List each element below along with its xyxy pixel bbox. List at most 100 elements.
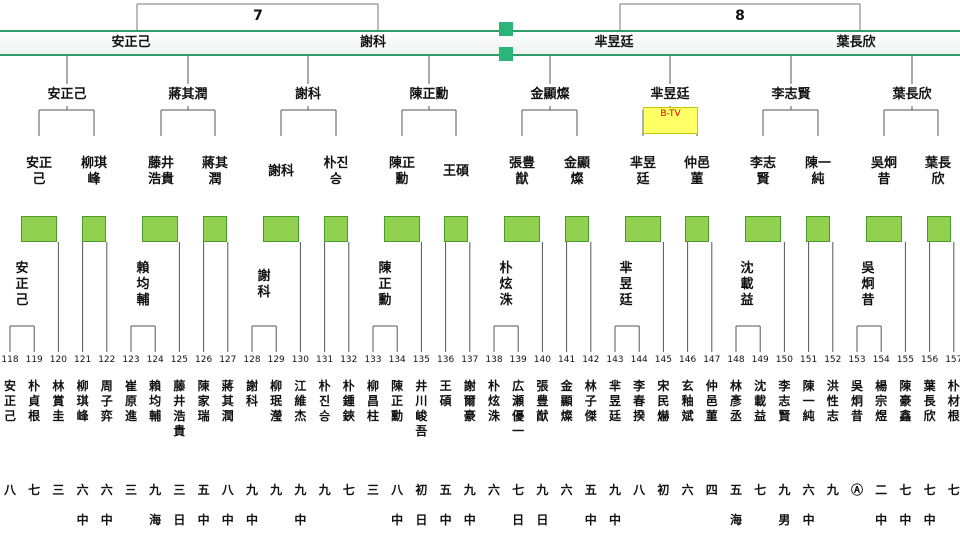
band-name: 謝科	[359, 35, 386, 50]
seed-number: 147	[703, 355, 721, 365]
player-rank: 四	[705, 483, 718, 497]
seed-number: 143	[606, 355, 624, 365]
player-name: 玄 釉 斌	[681, 379, 694, 423]
broadcast-badge: B-TV	[643, 107, 698, 134]
player-name: 周 子 弈	[100, 379, 113, 423]
seed-number: 138	[485, 355, 503, 365]
player-name: 柳 昌 柱	[366, 379, 379, 423]
seed-number: 157	[945, 355, 960, 365]
match-box	[625, 216, 661, 242]
player-region: 日	[415, 513, 428, 527]
player-region: 海	[729, 513, 742, 527]
player-name: 陳 正 勳	[391, 379, 404, 423]
player-region: 中	[197, 513, 210, 527]
seed-number: 122	[98, 355, 116, 365]
player-name: 仲 邑 菫	[705, 379, 718, 423]
player-name: 林 子 傑	[584, 379, 597, 423]
seed-number: 144	[630, 355, 648, 365]
round3-name: 藤井 浩貴	[147, 156, 174, 187]
player-rank: 三	[173, 483, 186, 497]
player-rank: 初	[415, 483, 428, 497]
seed-number: 118	[1, 355, 19, 365]
seed-number: 137	[461, 355, 479, 365]
seed-number: 121	[74, 355, 92, 365]
player-name: 藤 井 浩 貴	[173, 379, 186, 438]
player-rank: Ⓐ	[850, 483, 863, 497]
match-box	[21, 216, 57, 242]
player-rank: 八	[221, 483, 234, 497]
seed-number: 127	[219, 355, 237, 365]
player-region: 中	[245, 513, 258, 527]
player-name: 謝 爾 豪	[463, 379, 476, 423]
seed-number: 149	[751, 355, 769, 365]
seed-number: 141	[558, 355, 576, 365]
round3-name: 金顯 燦	[563, 156, 590, 187]
player-region: 中	[391, 513, 404, 527]
player-name: 張 豊 猷	[536, 379, 549, 423]
round3-name: 王碩	[442, 164, 469, 179]
match-box	[444, 216, 468, 242]
player-name: 楊 宗 煜	[875, 379, 888, 423]
round3-name: 柳琪 峰	[80, 156, 107, 187]
round3-name: 謝科	[267, 164, 294, 179]
player-region: 中	[608, 513, 621, 527]
player-rank: 七	[947, 483, 960, 497]
player-rank: 九	[463, 483, 476, 497]
player-region: 中	[584, 513, 597, 527]
round3-name: 芈昱 廷	[629, 156, 656, 187]
round3-name: 蔣其 潤	[201, 156, 228, 187]
player-rank: 七	[899, 483, 912, 497]
player-rank: 九	[294, 483, 307, 497]
player-name: 金 顯 燦	[560, 379, 573, 423]
round3-name: 陳一 純	[804, 156, 831, 187]
player-rank: 七	[754, 483, 767, 497]
player-region: 中	[100, 513, 113, 527]
player-name: 朴 材 根	[947, 379, 960, 423]
player-region: 中	[463, 513, 476, 527]
player-rank: 八	[633, 483, 646, 497]
player-rank: 初	[657, 483, 670, 497]
round3-name: 朴진 승	[323, 156, 349, 187]
seed-number: 146	[679, 355, 697, 365]
player-rank: 六	[100, 483, 113, 497]
player-region: 海	[149, 513, 162, 527]
player-rank: 三	[52, 483, 65, 497]
round2-name: 芈昱廷	[650, 87, 690, 102]
player-region: 中	[221, 513, 234, 527]
player-region: 男	[778, 513, 791, 527]
round2-name: 金顯燦	[530, 87, 570, 102]
player-rank: 九	[149, 483, 162, 497]
band-name: 葉長欣	[836, 35, 876, 50]
match-box	[927, 216, 951, 242]
player-name: 洪 性 志	[826, 379, 839, 423]
player-rank: 六	[487, 483, 500, 497]
group-number: 8	[735, 8, 745, 24]
round4-name: 芈 昱 廷	[619, 261, 633, 308]
seed-number: 150	[775, 355, 793, 365]
match-box	[745, 216, 781, 242]
seed-number: 132	[340, 355, 358, 365]
round2-name: 謝科	[294, 87, 321, 102]
player-rank: 三	[366, 483, 379, 497]
seed-number: 120	[49, 355, 67, 365]
round4-name: 賴 均 輔	[136, 261, 150, 308]
player-name: 崔 原 進	[124, 379, 137, 423]
seed-number: 133	[364, 355, 382, 365]
player-rank: 九	[608, 483, 621, 497]
player-rank: 九	[318, 483, 331, 497]
player-name: 林 彥 丞	[729, 379, 742, 423]
player-region: 中	[294, 513, 307, 527]
player-rank: 二	[875, 483, 888, 497]
player-name: 江 維 杰	[294, 379, 307, 423]
round3-name: 安正 己	[25, 156, 52, 187]
round4-name: 沈 載 益	[740, 261, 754, 308]
seed-number: 135	[412, 355, 430, 365]
player-name: 芈 昱 廷	[608, 379, 621, 423]
player-region: 日	[512, 513, 525, 527]
player-region: 中	[439, 513, 452, 527]
seed-number: 134	[388, 355, 406, 365]
player-name: 賴 均 輔	[149, 379, 162, 423]
match-box	[203, 216, 227, 242]
player-name: 宋 民 爀	[657, 379, 670, 423]
round2-name: 陳正勳	[409, 87, 449, 102]
